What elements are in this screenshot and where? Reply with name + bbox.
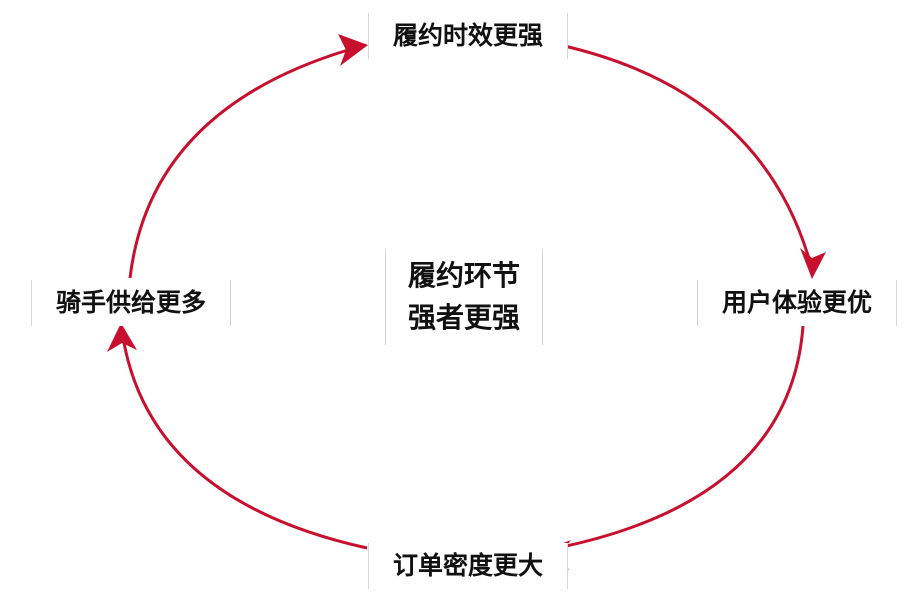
arrowhead-to-left	[107, 323, 137, 352]
arc-right-to-bottom	[556, 325, 805, 550]
center-label-line1: 履约环节	[407, 259, 520, 292]
node-rider-supply: 骑手供给更多	[32, 280, 230, 326]
center-label: 履约环节 强者更强	[386, 249, 542, 345]
arc-top-to-right	[559, 43, 812, 263]
arrowhead-to-top	[338, 34, 368, 66]
arc-left-to-top	[128, 48, 349, 279]
center-label-line2: 强者更强	[407, 301, 520, 334]
node-fulfillment-speed: 履约时效更强	[369, 13, 567, 59]
node-order-density: 订单密度更大	[369, 543, 567, 589]
arrowhead-to-right	[800, 248, 826, 279]
node-user-experience: 用户体验更优	[698, 280, 896, 326]
arc-bottom-to-left	[121, 336, 368, 550]
